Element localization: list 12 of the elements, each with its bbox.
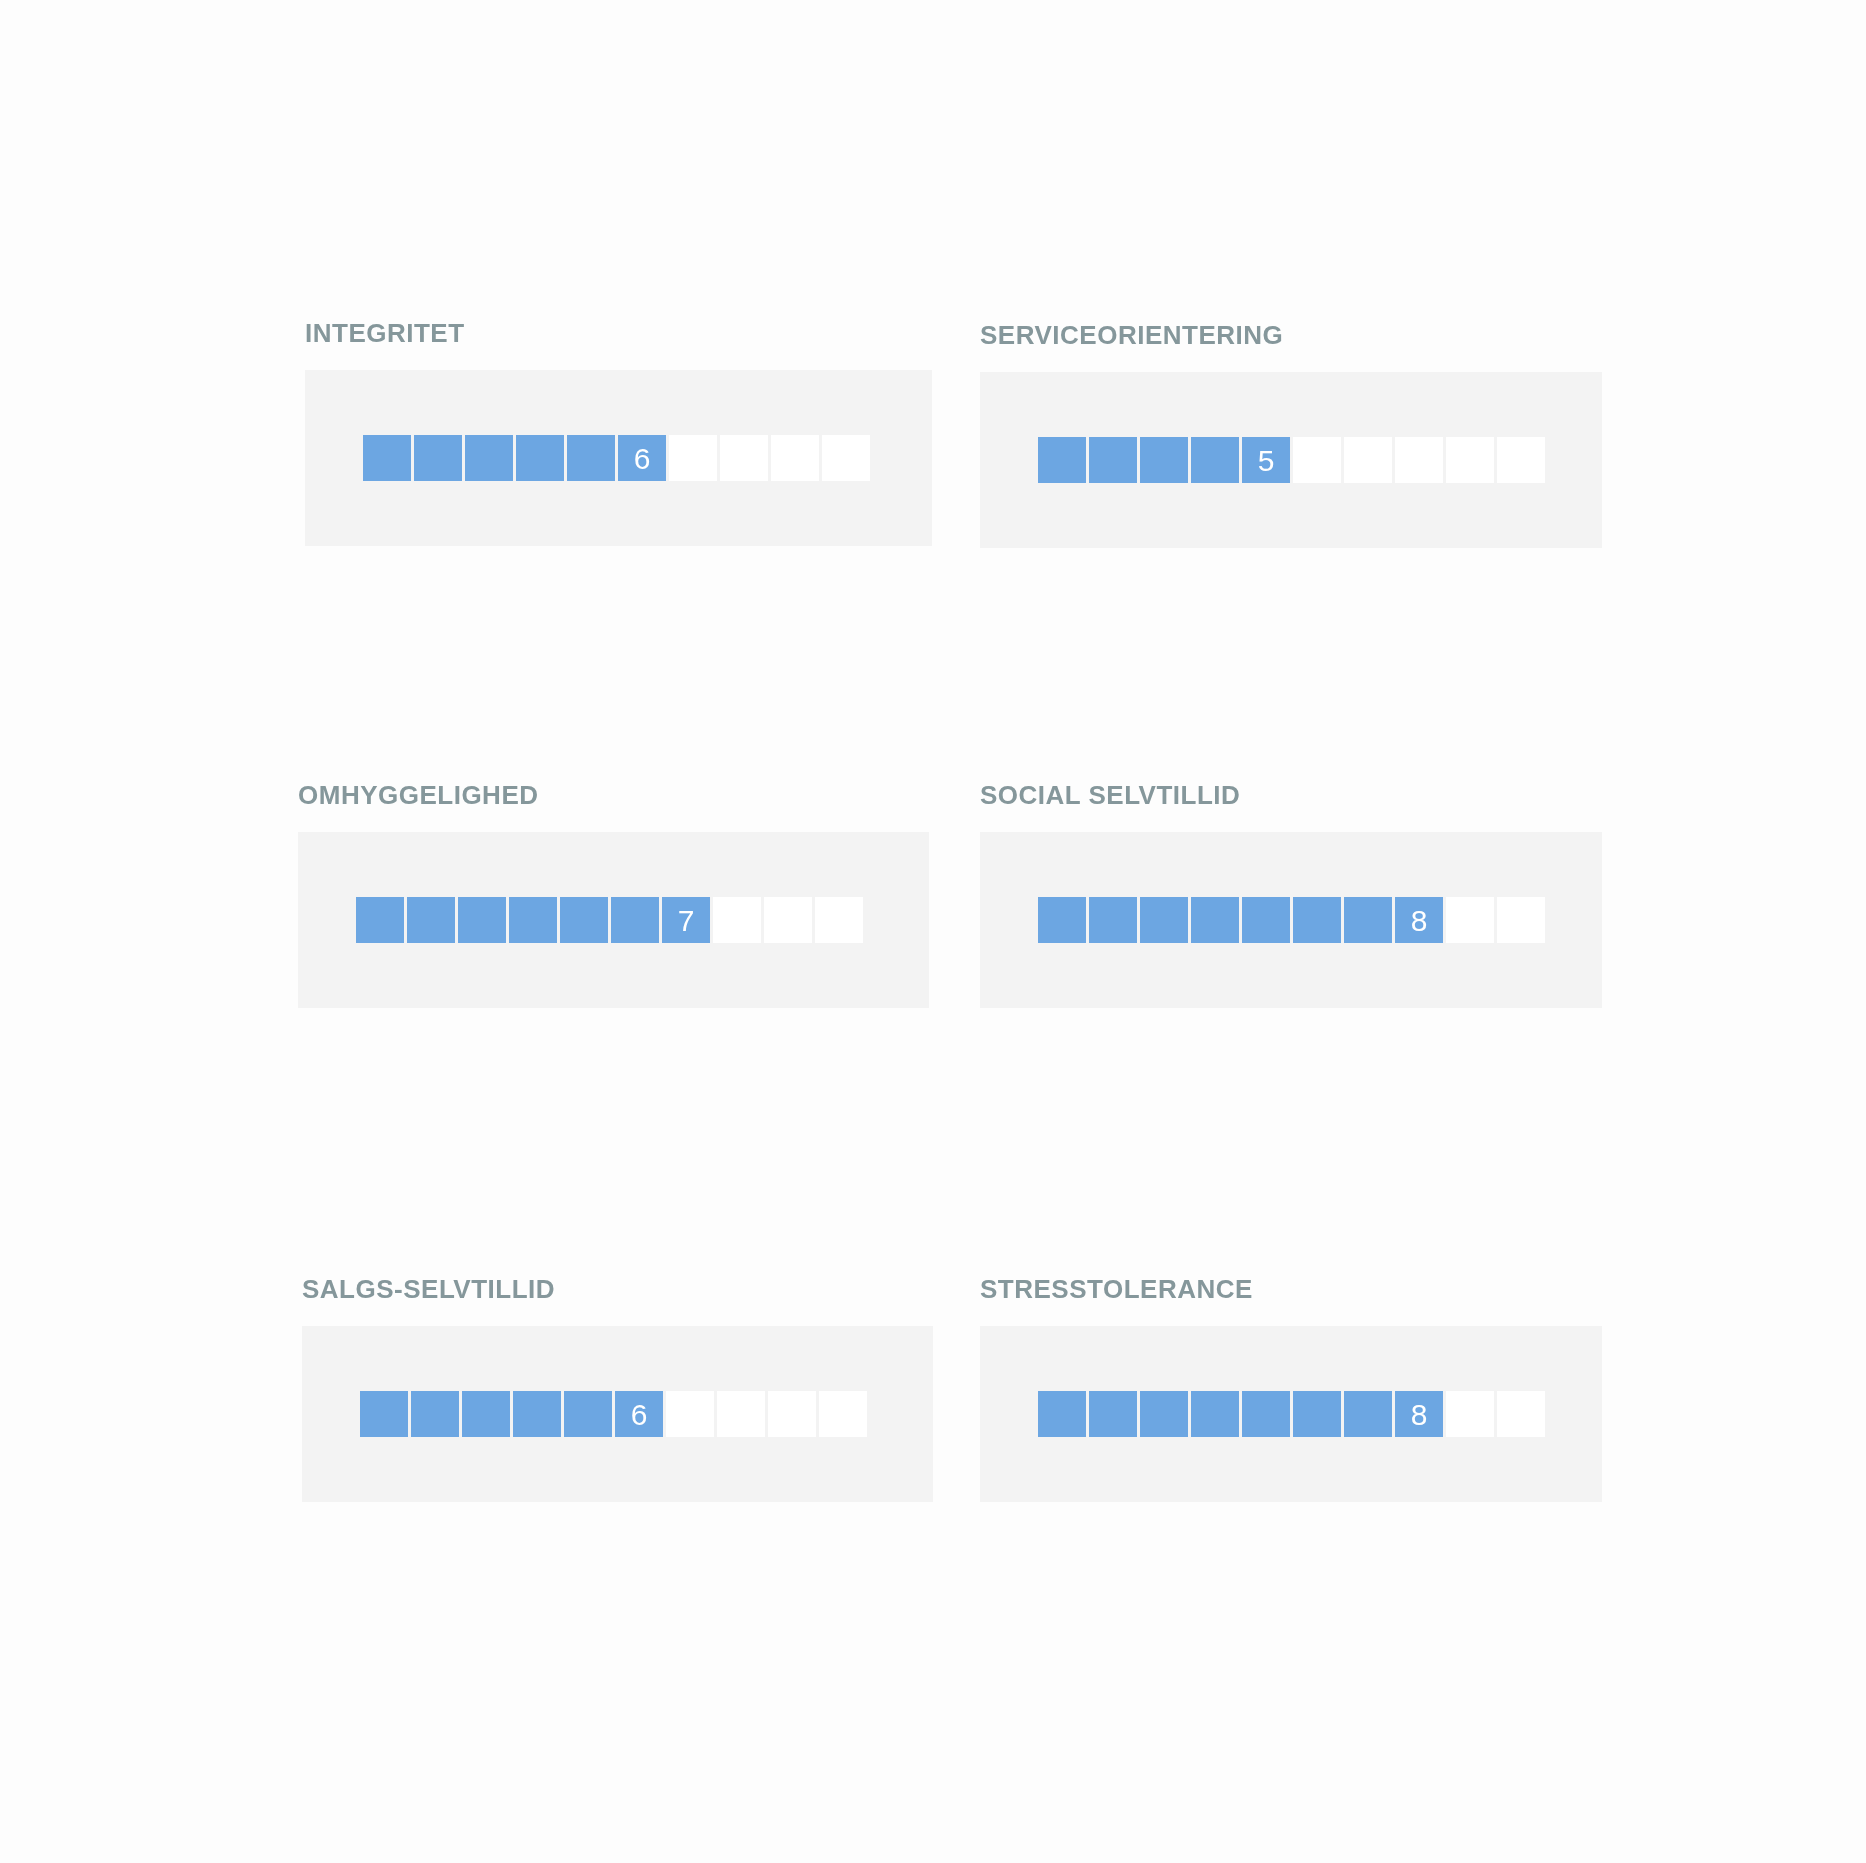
- score-value: 7: [662, 897, 710, 943]
- score-value: 5: [1242, 437, 1290, 483]
- rating-title: STRESSTOLERANCE: [980, 1274, 1253, 1304]
- rating-title: SOCIAL SELVTILLID: [980, 780, 1241, 810]
- score-value: 6: [618, 435, 666, 481]
- rating-title: OMHYGGELIGHED: [298, 780, 539, 810]
- rating-title: SALGS-SELVTILLID: [302, 1274, 556, 1304]
- score-value: 8: [1395, 1391, 1443, 1437]
- rating-title: INTEGRITET: [305, 318, 465, 348]
- score-value: 8: [1395, 897, 1443, 943]
- score-value: 6: [615, 1391, 663, 1437]
- rating-title: SERVICEORIENTERING: [980, 320, 1284, 350]
